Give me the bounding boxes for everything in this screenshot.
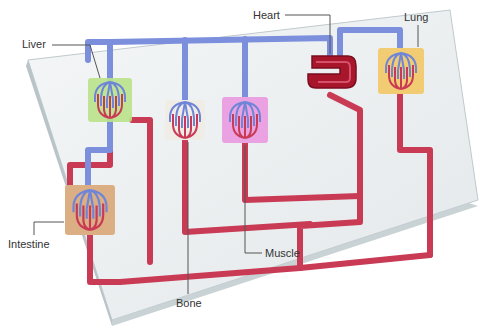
intestine-chamber [65,185,115,235]
organ-label: Heart [253,9,280,22]
lung-chamber [378,48,424,94]
blue-channel [88,30,400,188]
organ-label: Bone [176,297,202,310]
organ-label: Liver [22,38,46,51]
organ-label: Lung [404,11,428,24]
chip-edge [28,10,478,326]
muscle-chamber [222,97,268,143]
heart-chamber [308,56,356,88]
organ-label: Intestine [8,238,50,251]
heart-channel [316,62,350,82]
bone-chamber [165,100,205,140]
liver-chamber [88,78,132,122]
leader-line [34,15,418,294]
organ-label: Muscle [265,247,300,260]
